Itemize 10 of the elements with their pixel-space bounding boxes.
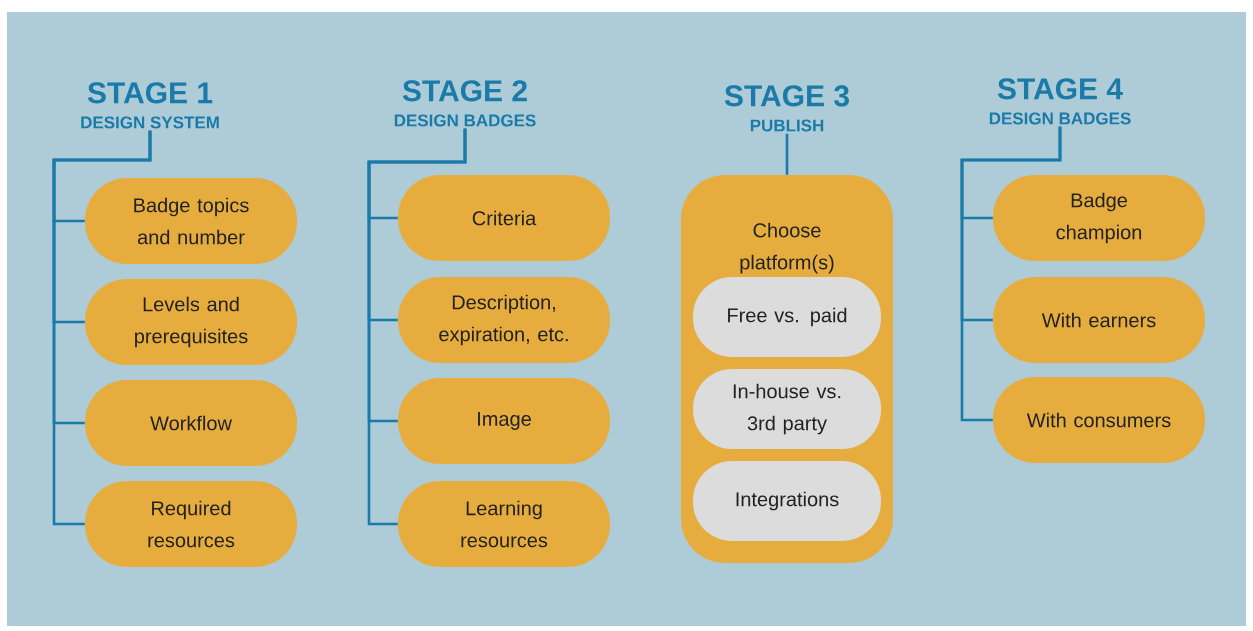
connector-line <box>52 130 152 526</box>
stage-heading: STAGE 4 DESIGN BADGES <box>989 78 1131 125</box>
stage-heading: STAGE 1 DESIGN SYSTEM <box>81 82 219 129</box>
connector-line <box>960 126 1062 422</box>
connector-line <box>785 133 789 175</box>
option-pill: In-house vs. 3rd party <box>693 369 881 449</box>
stage-heading: STAGE 3 PUBLISH <box>724 85 849 132</box>
stage-heading: STAGE 2 DESIGN BADGES <box>394 80 536 127</box>
connector-line <box>367 128 467 526</box>
step-pill: Badge topics and number <box>85 178 297 264</box>
